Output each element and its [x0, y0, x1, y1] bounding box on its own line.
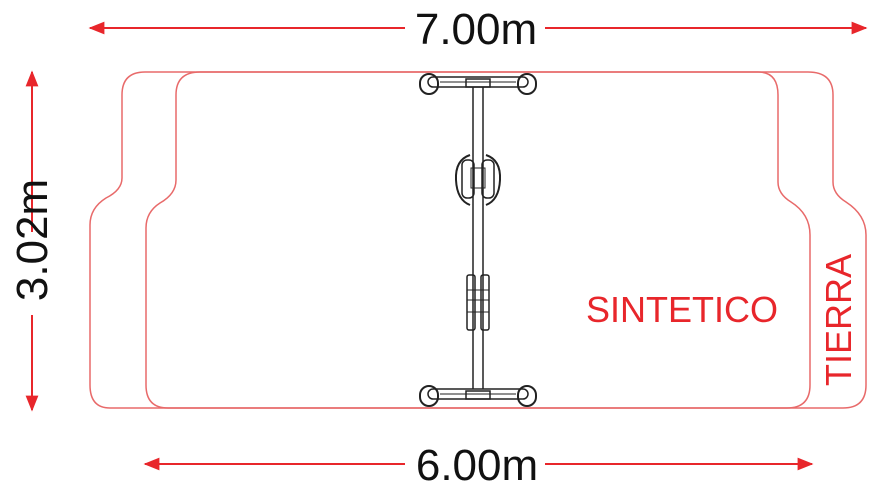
inner-zone-outline	[145, 71, 811, 409]
play-equipment	[419, 73, 537, 407]
left-dimension: 3.02m	[8, 70, 57, 412]
bottom-dimension: 6.00m	[143, 441, 814, 484]
upper-seat	[454, 154, 502, 206]
top-crossbar	[419, 73, 537, 95]
top-dimension: 7.00m	[88, 5, 868, 54]
bottom-crossbar	[419, 385, 537, 407]
outer-zone-label: TIERRA	[818, 254, 859, 386]
lower-seat	[466, 274, 490, 331]
vertical-beam	[472, 87, 484, 389]
bottom-dimension-label: 6.00m	[416, 441, 538, 484]
left-dimension-label: 3.02m	[8, 179, 57, 301]
top-dimension-label: 7.00m	[415, 5, 537, 54]
outer-zone-outline	[89, 71, 867, 409]
inner-zone-label: SINTETICO	[586, 289, 778, 330]
